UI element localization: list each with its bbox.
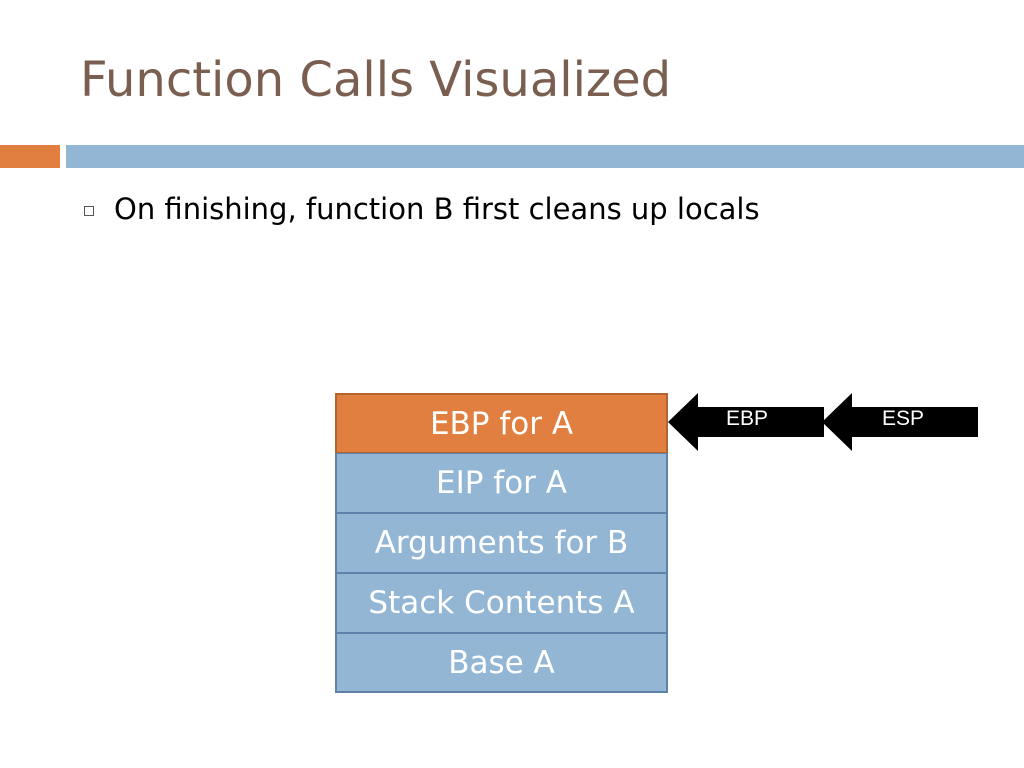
square-bullet-icon xyxy=(84,205,94,216)
ebp-arrow-icon xyxy=(668,393,824,451)
esp-arrow-icon xyxy=(822,393,978,451)
esp-pointer-label: ESP xyxy=(882,407,925,430)
title-divider-bar xyxy=(66,145,1024,168)
ebp-pointer: EBP xyxy=(668,393,824,451)
esp-pointer: ESP xyxy=(822,393,978,451)
stack-cell-eip-for-a: EIP for A xyxy=(335,453,668,513)
bullet-text: On finishing, function B first cleans up… xyxy=(114,192,760,226)
bullet-item: On finishing, function B first cleans up… xyxy=(84,192,760,226)
title-divider-accent xyxy=(0,145,60,168)
stack-cell-base-a: Base A xyxy=(335,633,668,693)
stack-cell-arguments-for-b: Arguments for B xyxy=(335,513,668,573)
slide-title: Function Calls Visualized xyxy=(80,52,672,108)
stack-diagram: EBP for A EIP for A Arguments for B Stac… xyxy=(335,393,668,693)
stack-cell-ebp-for-a: EBP for A xyxy=(335,393,668,453)
stack-cell-stack-contents-a: Stack Contents A xyxy=(335,573,668,633)
ebp-pointer-label: EBP xyxy=(726,407,769,430)
